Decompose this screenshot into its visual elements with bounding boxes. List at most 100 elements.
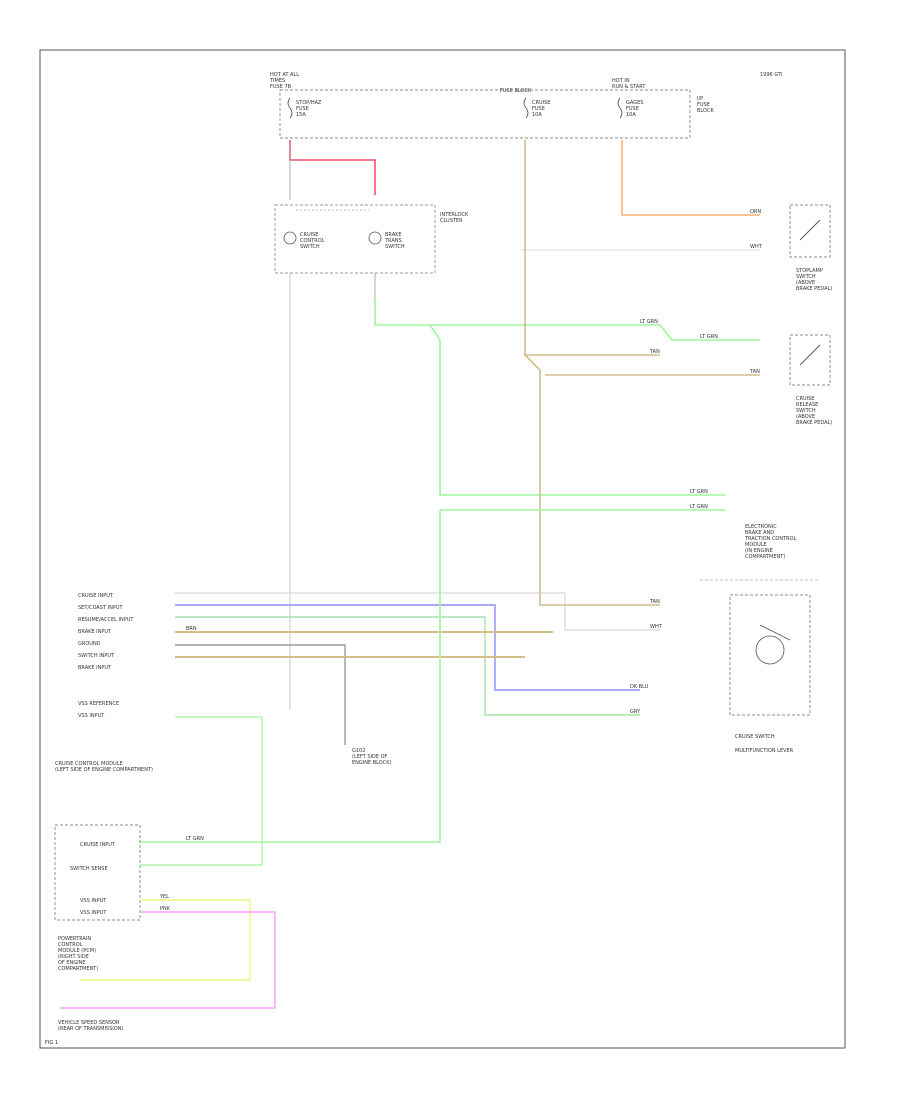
- wire-gry: [175, 616, 640, 716]
- pcm-label-3: MODULE (PCM): [58, 948, 96, 954]
- stoplamp-switch-icon: [799, 219, 821, 241]
- pcm-label-2: CONTROL: [58, 942, 83, 948]
- label-lt-grn-1: LT GRN: [640, 319, 658, 325]
- switch-left-icon: [283, 231, 297, 245]
- label-lt-grn-2: LT GRN: [700, 334, 718, 340]
- stop-switch-1: STOPLAMP: [796, 268, 823, 274]
- wire-pnk: [60, 911, 276, 1009]
- module-pin-label: VSS INPUT: [78, 713, 105, 719]
- speed-sensor-2: BRAKE AND: [745, 530, 774, 536]
- label-tan-2: TAN: [749, 369, 760, 375]
- release-2: RELEASE: [796, 402, 818, 408]
- stop-switch-3: (ABOVE: [796, 280, 815, 286]
- pcm-row-3: VSS INPUT: [80, 898, 107, 904]
- release-1: CRUISE: [796, 396, 814, 402]
- sensor-label-2: (REAR OF TRANSMISSION): [58, 1026, 123, 1032]
- module-pin-label: SWITCH INPUT: [78, 653, 115, 659]
- release-4: (ABOVE: [796, 414, 815, 420]
- fuse-mid-2: FUSE: [532, 106, 545, 112]
- diagram-frame: [39, 49, 846, 1049]
- lever-icon: [755, 635, 785, 665]
- module-pin-label: GROUND: [78, 641, 101, 647]
- module-pin-label: VSS REFERENCE: [78, 701, 119, 707]
- speed-sensor-1: ELECTRONIC: [745, 524, 777, 530]
- switch-left-2: CONTROL: [300, 238, 325, 244]
- pcm-module: [54, 824, 141, 921]
- fuse-box-left-1: HOT AT ALL: [270, 72, 299, 78]
- stop-switch-2: SWITCH: [796, 274, 816, 280]
- speed-sensor-3: TRACTION CONTROL: [744, 536, 797, 542]
- wire-yel: [80, 899, 251, 981]
- wire-wht-module: [175, 592, 660, 631]
- wire-lt-grn-relay: [374, 300, 725, 496]
- switch-right-1: BRAKE: [385, 232, 402, 238]
- release-5: BRAKE PEDAL): [796, 420, 832, 426]
- pcm-label-5: OF ENGINE: [58, 960, 86, 966]
- wire-lt-grn-release: [430, 324, 760, 341]
- module-pin-label: BRAKE INPUT: [78, 665, 112, 671]
- fuse-box-center: FUSE BLOCK: [500, 88, 532, 94]
- header-top-right: 1996 GTI: [760, 72, 783, 78]
- speed-sensor-5: (IN ENGINE: [745, 548, 773, 554]
- fuse-left-1: STOP/HAZ: [296, 100, 322, 106]
- module-pin-label: CRUISE INPUT: [78, 593, 114, 599]
- fuse-block-side-1: I/P: [697, 96, 703, 102]
- label-wht-module: WHT: [650, 624, 663, 630]
- fuse-mid-3: 10A: [532, 112, 542, 118]
- fuse-box-right-2: RUN & START: [612, 84, 646, 90]
- fuse-left-3: 15A: [296, 112, 306, 118]
- ground-label-1: G102: [352, 748, 365, 754]
- label-tan-3: TAN: [649, 599, 660, 605]
- release-3: SWITCH: [796, 408, 816, 414]
- wire-tan-down: [524, 354, 660, 606]
- fuse-block: [279, 89, 691, 139]
- lever-sub: CRUISE SWITCH: [735, 734, 775, 740]
- stop-switch-4: BRAKE PEDAL): [796, 286, 832, 292]
- speed-sensor-4: MODULE: [745, 542, 767, 548]
- wire-lt-grn-pcm: [140, 510, 441, 843]
- fuse-left-icon: [287, 97, 293, 119]
- fuse-left-2: FUSE: [296, 106, 309, 112]
- fuse-right-1: GAGES: [626, 100, 643, 106]
- label-lt-grn-5: LT GRN: [186, 836, 204, 842]
- cruise-release-icon: [799, 344, 821, 366]
- label-lt-grn-3: LT GRN: [690, 489, 708, 495]
- wire-ground: [175, 644, 346, 745]
- label-lt-grn-4: LT GRN: [690, 504, 708, 510]
- module-pin-label: SET/COAST INPUT: [78, 605, 124, 611]
- relay-label-1: INTERLOCK: [440, 212, 469, 218]
- pcm-label-6: COMPARTMENT): [58, 966, 98, 972]
- switch-right-icon: [368, 231, 382, 245]
- switch-left-1: CRUISE: [300, 232, 318, 238]
- speed-sensor-6: COMPARTMENT): [745, 554, 785, 560]
- ground-label-3: ENGINE BLOCK): [352, 760, 391, 766]
- wire-vss-green: [140, 716, 263, 866]
- fuse-mid-1: CRUISE: [532, 100, 550, 106]
- lever-label: MULTIFUNCTION LEVER: [735, 748, 794, 754]
- footer-fig: FIG 1: [45, 1040, 58, 1046]
- module-pin-rows: CRUISE INPUT SET/COAST INPUT RESUME/ACCE…: [78, 593, 134, 719]
- sensor-label-1: VEHICLE SPEED SENSOR: [58, 1020, 120, 1026]
- label-tan-1: TAN: [649, 349, 660, 355]
- cruise-release-switch: [789, 334, 831, 386]
- fuse-block-side-3: BLOCK: [697, 108, 714, 114]
- relay-label-2: CLUSTER: [440, 218, 463, 224]
- label-wht-stop: WHT: [750, 244, 763, 250]
- fuse-box-left-3: FUSE 7B: [270, 84, 292, 90]
- module-pin-label: BRAKE INPUT: [78, 629, 112, 635]
- fuse-box-right-1: HOT IN: [612, 78, 630, 84]
- module-pin-label: RESUME/ACCEL INPUT: [78, 617, 134, 623]
- label-pnk: PNK: [160, 906, 171, 912]
- fuse-right-2: FUSE: [626, 106, 639, 112]
- wire-dk-blu: [175, 604, 640, 691]
- label-dk-blu: DK BLU: [630, 684, 649, 690]
- fuse-box-left-2: TIMES: [269, 78, 285, 84]
- module-label-2: (LEFT SIDE OF ENGINE COMPARTMENT): [55, 767, 153, 773]
- fuse-mid-icon: [523, 97, 529, 119]
- wire-orange: [621, 140, 760, 216]
- switch-left-3: SWITCH: [300, 244, 320, 250]
- label-gry: GRY: [630, 709, 641, 715]
- ground-label-2: (LEFT SIDE OF: [352, 754, 388, 760]
- label-yel: YEL: [159, 894, 169, 900]
